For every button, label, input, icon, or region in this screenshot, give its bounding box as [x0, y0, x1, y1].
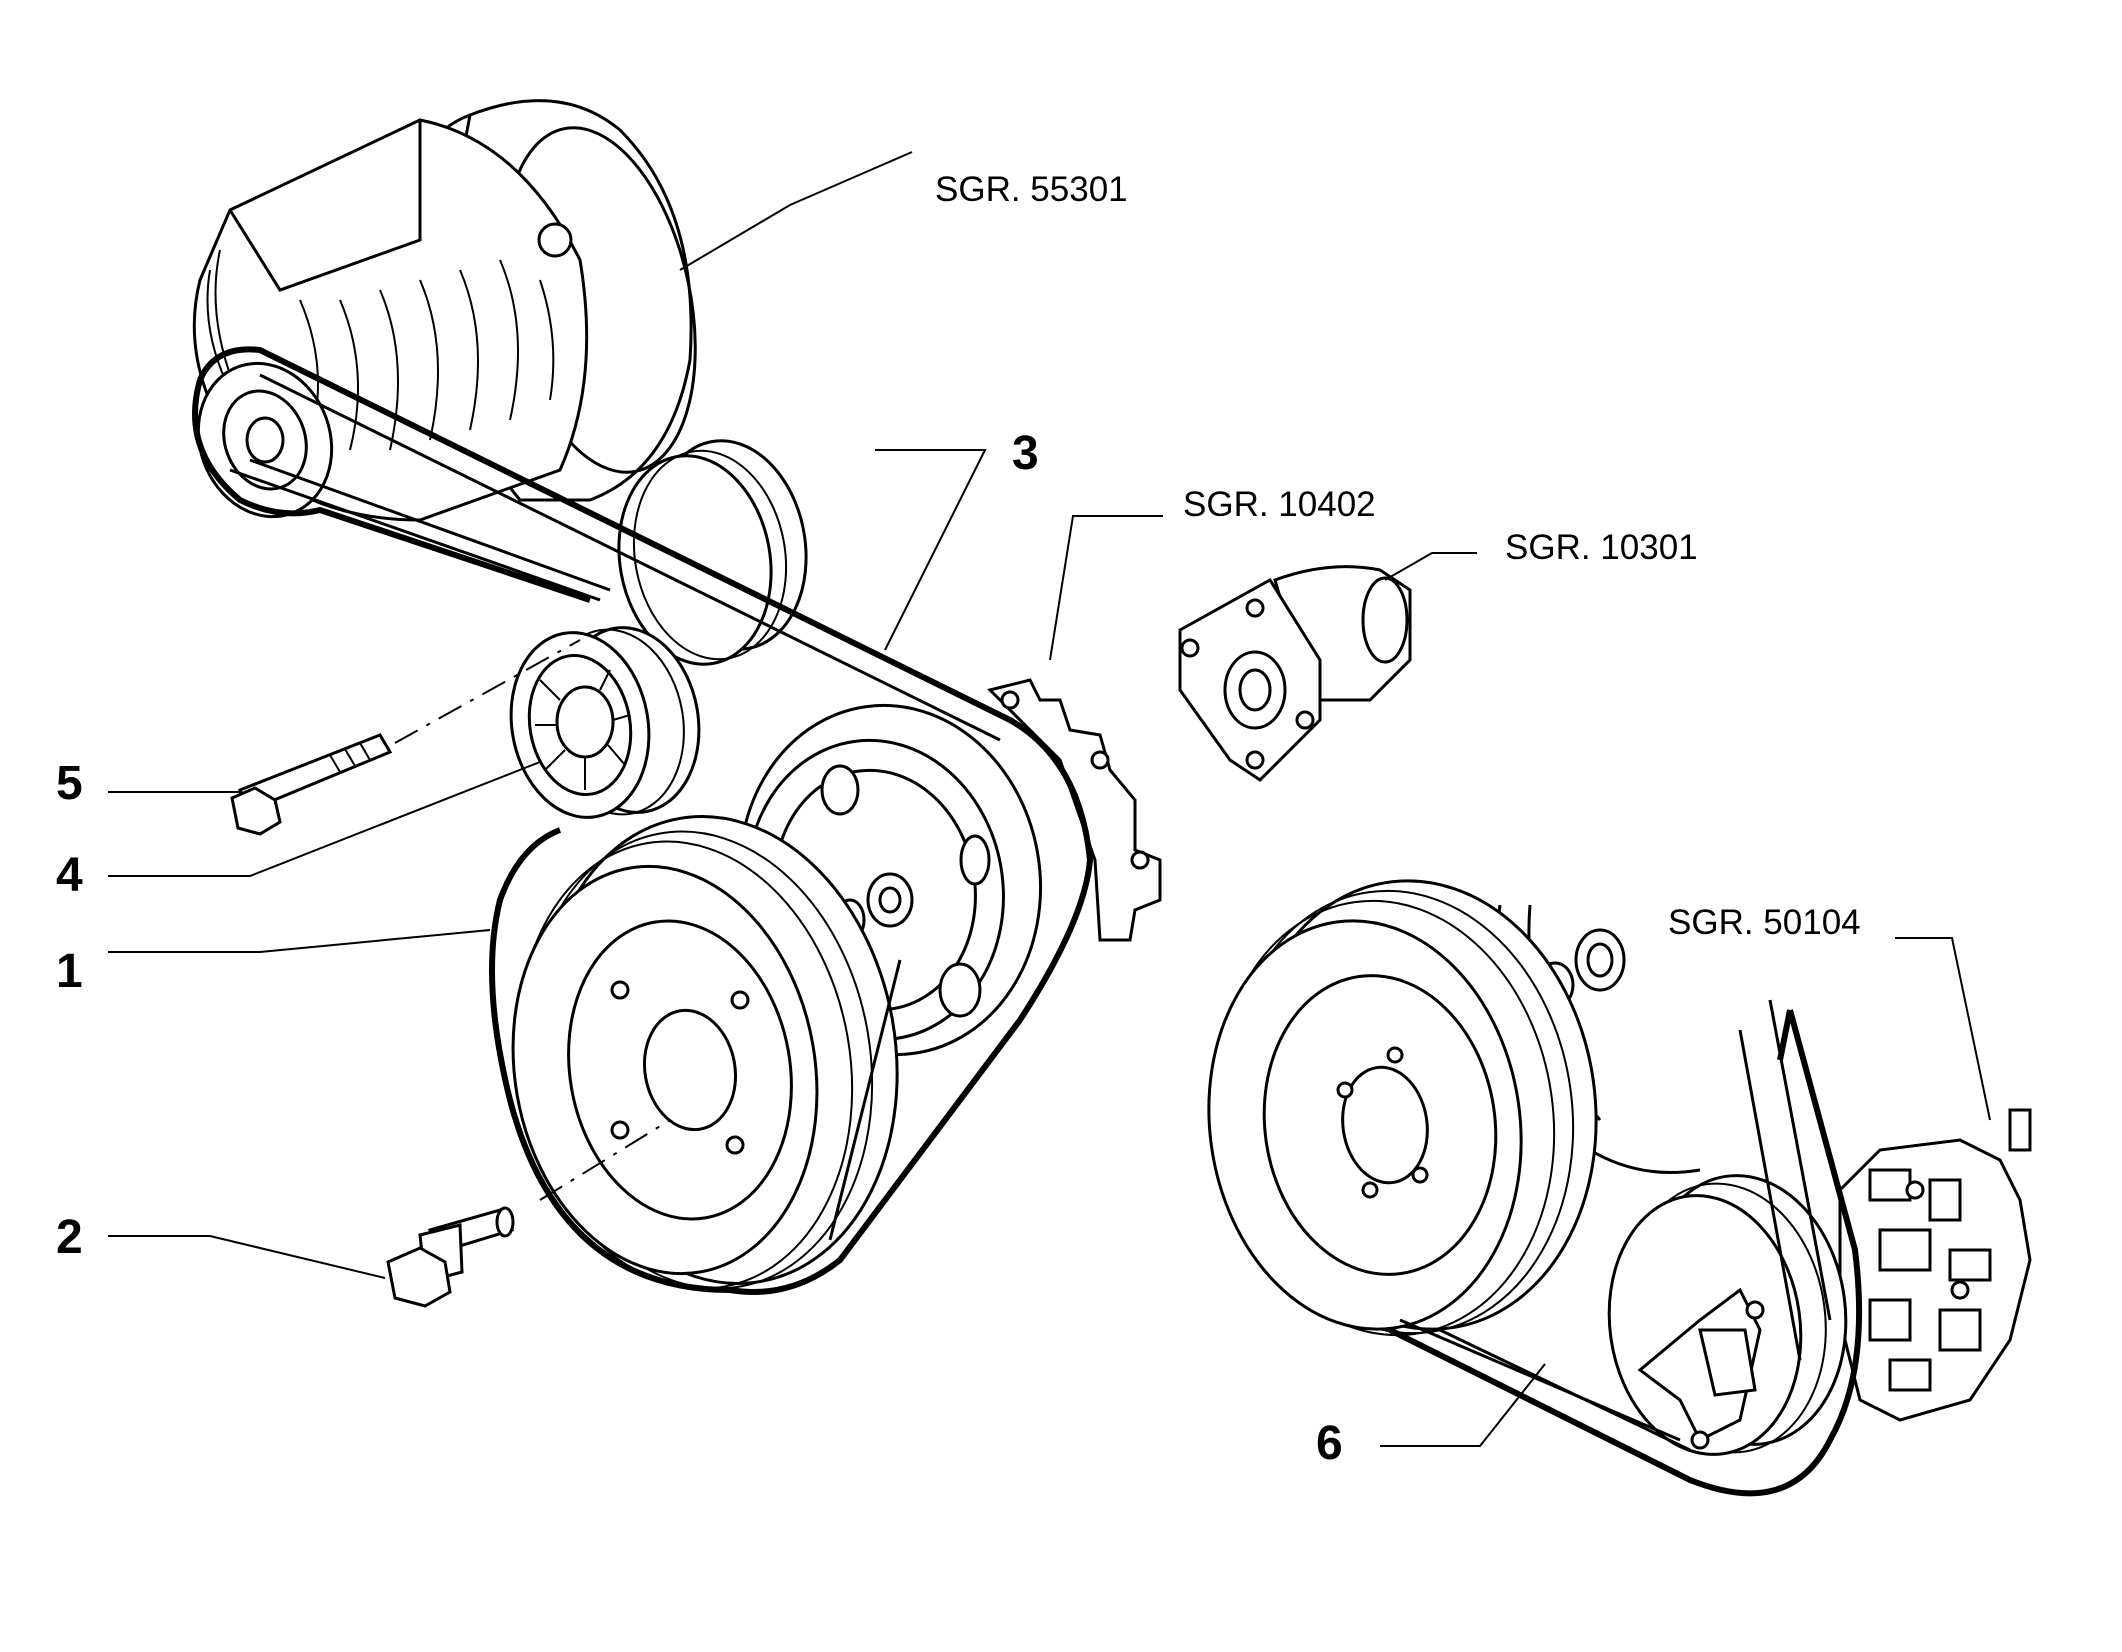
injection-pump-pulley	[1607, 1174, 1848, 1456]
upper-idler-pulley	[617, 439, 808, 666]
callout-3: 3	[1012, 427, 1039, 480]
group-ref-10402: SGR. 10402	[1183, 485, 1376, 524]
callout-4: 4	[56, 849, 83, 902]
leader-lines	[108, 151, 1991, 1447]
right-crankshaft-pulley	[1207, 879, 1598, 1337]
callout-2: 2	[56, 1211, 83, 1264]
main-belt	[192, 346, 1094, 1295]
callout-6: 6	[1316, 1417, 1343, 1470]
tensioner-pulley	[509, 626, 701, 819]
injection-pump	[1838, 1108, 2032, 1422]
flange-pump	[1178, 565, 1412, 782]
tensioner-bolt	[230, 639, 581, 836]
water-pump	[987, 678, 1162, 942]
crankshaft-pulley	[511, 815, 899, 1290]
alternator-pulley	[196, 361, 334, 519]
callout-1: 1	[56, 945, 83, 998]
group-ref-55301: SGR. 55301	[935, 170, 1128, 209]
callout-5: 5	[56, 757, 83, 810]
crankshaft-bolt	[386, 1119, 671, 1308]
group-ref-50104: SGR. 50104	[1668, 903, 1861, 942]
group-ref-10301: SGR. 10301	[1505, 528, 1698, 567]
timing-belt	[1388, 999, 1863, 1497]
